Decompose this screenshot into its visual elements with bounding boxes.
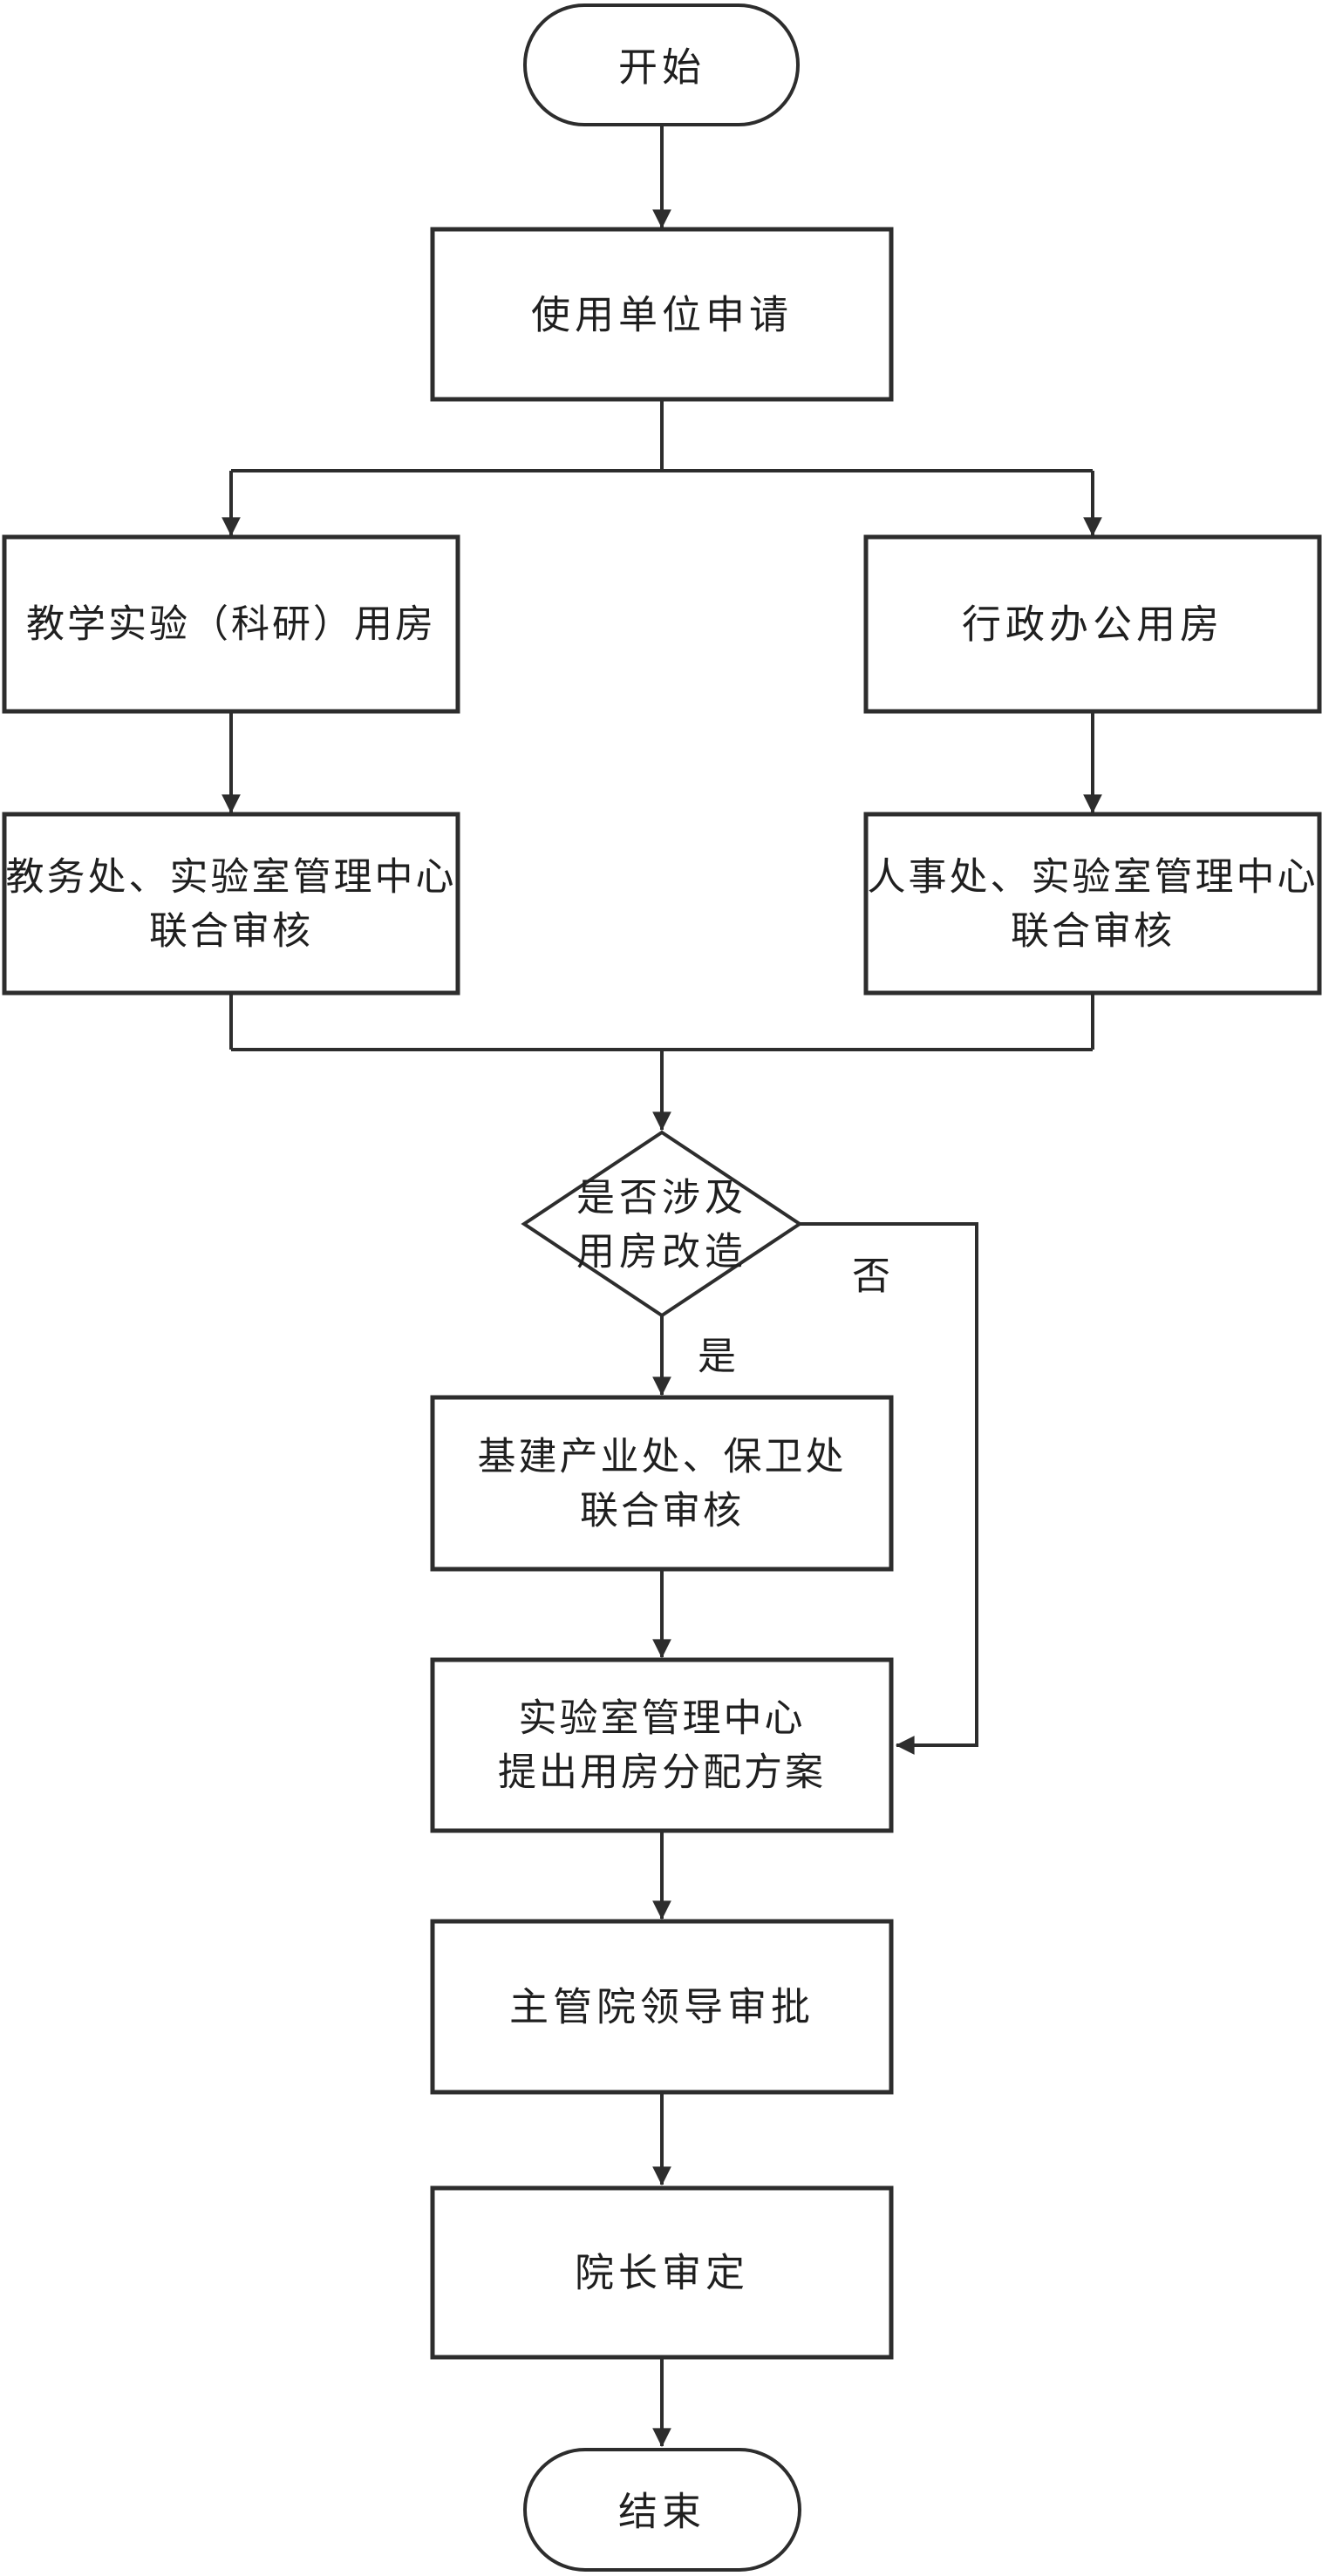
dean-decision-node: 院长审定 [430,2185,894,2360]
start-label: 开始 [618,44,705,91]
edge-label-no: 否 [852,1254,892,1299]
nodes: 开始 使用单位申请 教学实验（科研）用房 行政办公用房 教务处、实验室管理中心 … [2,3,1322,2572]
admin-room-shape [863,534,1322,714]
admin-review-label-line2: 联合审核 [1011,909,1175,954]
admin-room-node: 行政办公用房 [863,534,1322,714]
apply-node: 使用单位申请 [430,227,894,402]
teaching-review-label-line1: 教务处、实验室管理中心 [6,855,457,900]
renovation-decision-shape [521,1130,803,1318]
teaching-review-node: 教务处、实验室管理中心 联合审核 [2,812,460,996]
dean-decision-shape [430,2185,894,2360]
start-shape [523,3,800,126]
allocation-plan-label-line2: 提出用房分配方案 [498,1750,826,1795]
admin-review-node: 人事处、实验室管理中心 联合审核 [863,812,1322,996]
teaching-review-label-line2: 联合审核 [149,909,313,954]
construction-review-label-line2: 联合审核 [580,1489,744,1533]
allocation-plan-shape [430,1657,894,1833]
apply-shape [430,227,894,402]
leader-approval-node: 主管院领导审批 [430,1919,894,2095]
construction-review-label-line1: 基建产业处、保卫处 [478,1435,847,1479]
admin-review-shape [863,812,1322,996]
edge-decision-no-to-allocation [800,1222,978,1755]
allocation-plan-label-line1: 实验室管理中心 [519,1696,806,1741]
construction-review-node: 基建产业处、保卫处 联合审核 [430,1395,894,1572]
start-node: 开始 [523,3,800,126]
end-label: 结束 [618,2489,705,2535]
teaching-room-label: 教学实验（科研）用房 [26,602,436,647]
dean-decision-label: 院长审定 [575,2250,749,2296]
leader-approval-shape [430,1919,894,2095]
construction-review-shape [430,1395,894,1572]
end-node: 结束 [523,2448,801,2572]
teaching-room-shape [2,534,460,714]
end-shape [523,2448,801,2572]
allocation-plan-node: 实验室管理中心 提出用房分配方案 [430,1657,894,1833]
admin-review-label-line1: 人事处、实验室管理中心 [868,855,1319,900]
apply-label: 使用单位申请 [531,292,793,338]
admin-room-label: 行政办公用房 [962,602,1223,648]
renovation-decision-label-line1: 是否涉及 [576,1176,747,1220]
renovation-decision-label-line2: 用房改造 [576,1230,747,1274]
renovation-decision-node: 是否涉及 用房改造 [521,1130,803,1318]
teaching-room-node: 教学实验（科研）用房 [2,534,460,714]
edges [221,125,1102,2448]
leader-approval-label: 主管院领导审批 [509,1984,814,2030]
edge-label-yes: 是 [698,1335,738,1379]
teaching-review-shape [2,812,460,996]
